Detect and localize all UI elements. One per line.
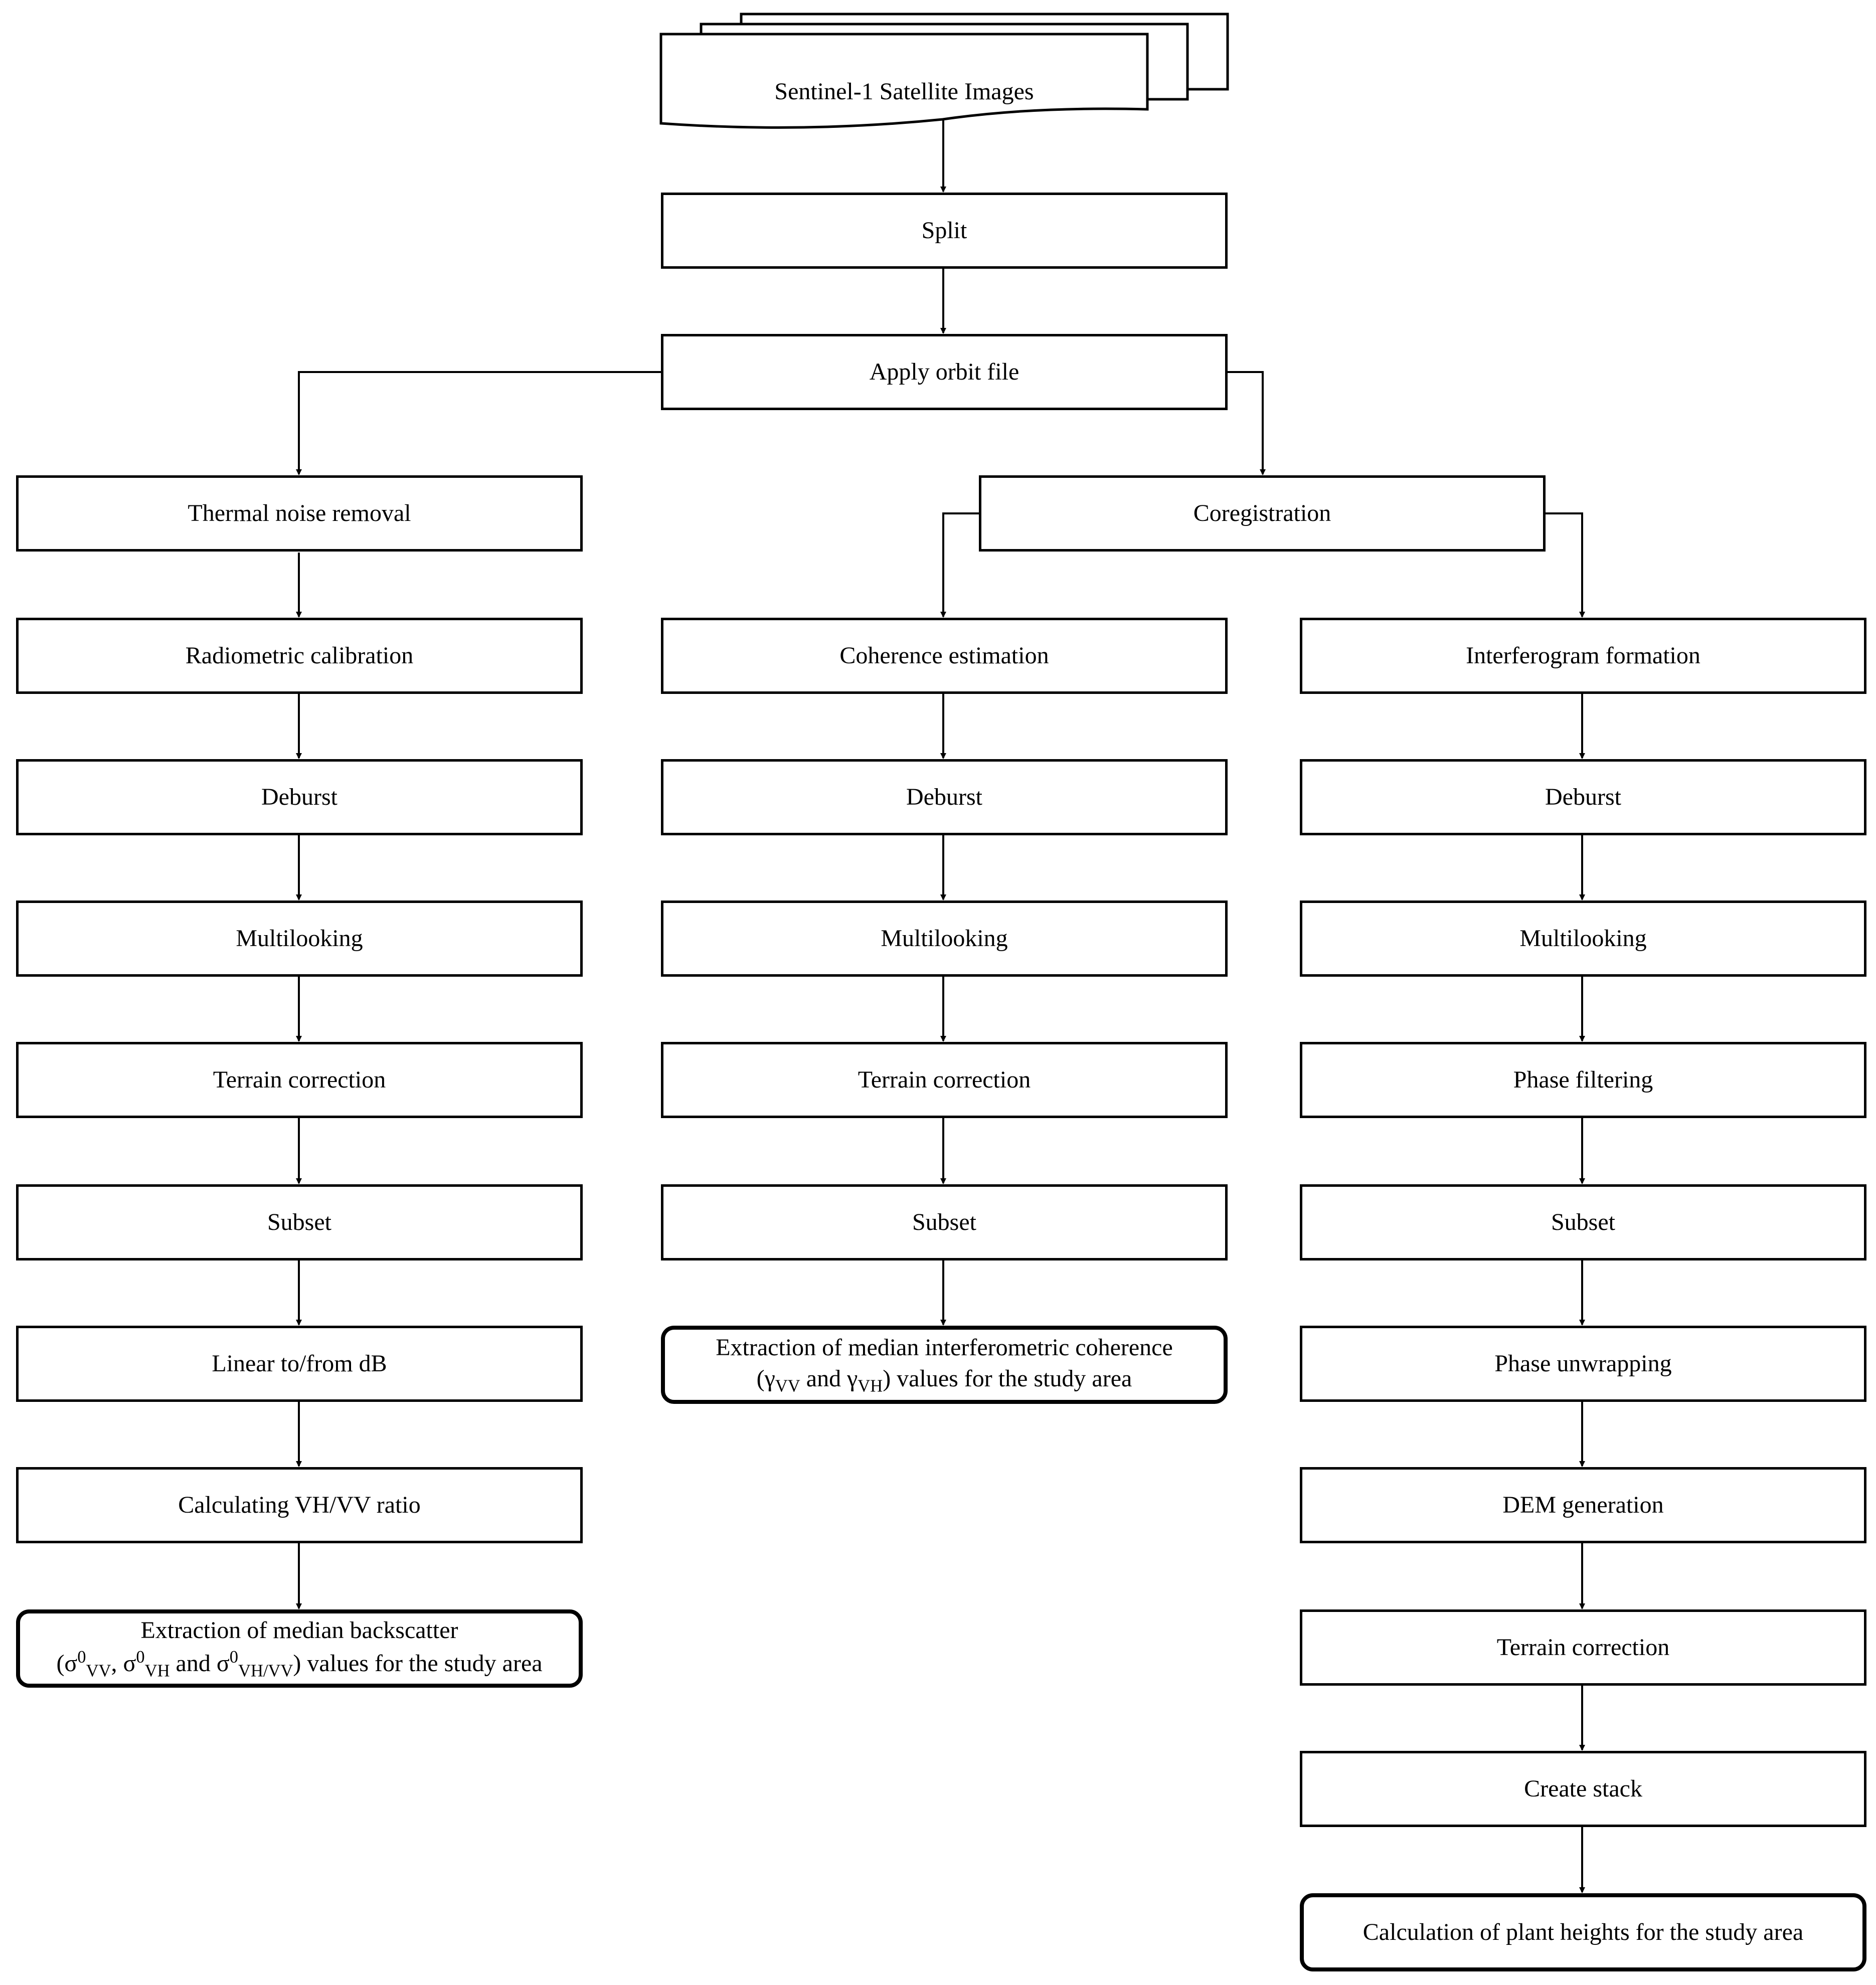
left-step-vh-vv-ratio: Calculating VH/VV ratio (16, 1467, 583, 1543)
mid-final-coherence-extraction: Extraction of median interferometric coh… (661, 1326, 1228, 1404)
arrow-coreg-to-coherence (940, 512, 979, 618)
step-coregistration: Coregistration (979, 475, 1546, 552)
left-step-terrain-correction: Terrain correction (16, 1042, 583, 1118)
right-step-phase-filtering: Phase filtering (1300, 1042, 1866, 1118)
left-step-linear-db: Linear to/from dB (16, 1326, 583, 1402)
right-step-dem-generation: DEM generation (1300, 1467, 1866, 1543)
right-step-subset: Subset (1300, 1184, 1866, 1260)
source-images-label: Sentinel-1 Satellite Images (774, 78, 1034, 105)
left-step-deburst: Deburst (16, 759, 583, 835)
right-step-interferogram-formation: Interferogram formation (1300, 618, 1866, 694)
right-step-phase-unwrapping: Phase unwrapping (1300, 1326, 1866, 1402)
arrow-orbit-to-thermal (296, 371, 661, 475)
backscatter-line2: (σ0VV, σ0VH and σ0VH/VV) values for the … (56, 1647, 543, 1681)
mid-step-subset: Subset (661, 1184, 1228, 1260)
left-step-multilooking: Multilooking (16, 900, 583, 977)
step-apply-orbit-file: Apply orbit file (661, 334, 1228, 410)
left-final-backscatter-extraction: Extraction of median backscatter (σ0VV, … (16, 1609, 583, 1688)
arrow-orbit-to-coregistration (1228, 371, 1266, 475)
coherence-line1: Extraction of median interferometric coh… (716, 1334, 1173, 1361)
mid-step-terrain-correction: Terrain correction (661, 1042, 1228, 1118)
mid-step-coherence-estimation: Coherence estimation (661, 618, 1228, 694)
right-step-deburst: Deburst (1300, 759, 1866, 835)
mid-step-multilooking: Multilooking (661, 900, 1228, 977)
stacked-documents-shape (659, 13, 1229, 129)
step-split: Split (661, 193, 1228, 269)
mid-step-deburst: Deburst (661, 759, 1228, 835)
right-step-create-stack: Create stack (1300, 1751, 1866, 1827)
backscatter-line1: Extraction of median backscatter (140, 1616, 458, 1644)
right-final-plant-heights: Calculation of plant heights for the stu… (1300, 1893, 1866, 1971)
left-step-thermal-noise-removal: Thermal noise removal (16, 475, 583, 552)
left-step-subset: Subset (16, 1184, 583, 1260)
right-step-multilooking: Multilooking (1300, 900, 1866, 977)
right-step-terrain-correction: Terrain correction (1300, 1609, 1866, 1686)
left-step-radiometric-calibration: Radiometric calibration (16, 618, 583, 694)
arrow-coreg-to-interferogram (1546, 512, 1585, 618)
coherence-line2: (γVV and γVH) values for the study area (756, 1365, 1132, 1396)
